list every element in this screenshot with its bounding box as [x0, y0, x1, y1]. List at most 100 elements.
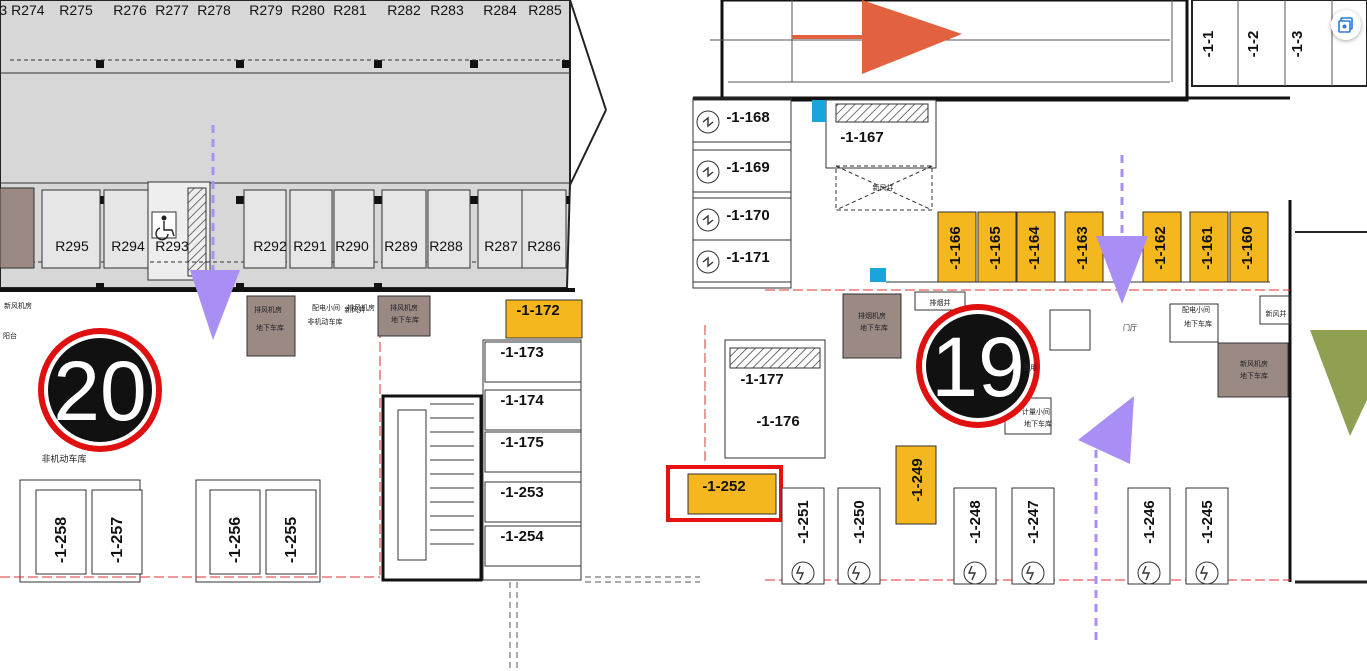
space-label-mid-col-1: -1-173	[500, 344, 543, 361]
room-label-left-1: 排风机房	[254, 305, 282, 314]
parking-stall-mid-0[interactable]	[505, 299, 583, 339]
room-label-right-2: 门厅	[1123, 323, 1137, 332]
direction-arrow-down	[1096, 236, 1148, 304]
parking-stall-3[interactable]	[289, 189, 333, 269]
parking-stall-ll-3[interactable]	[265, 489, 317, 575]
direction-arrow-right	[862, 0, 962, 74]
parking-stall-mid-2[interactable]	[484, 389, 582, 431]
direction-arrow-down	[190, 270, 240, 340]
parking-stall-yellow-5[interactable]	[1189, 211, 1229, 283]
parking-stall-mid-3[interactable]	[484, 431, 582, 473]
space-label-mid-3: R292	[253, 238, 287, 254]
space-label-lower-4: -1-247	[1025, 500, 1042, 543]
parking-stall-mid-1[interactable]	[484, 341, 582, 383]
parking-stall-2[interactable]	[243, 189, 287, 269]
space-label-mid-7: R288	[429, 238, 463, 254]
parking-stall-ll-2[interactable]	[209, 489, 261, 575]
room-label-left-2: 排风机房	[347, 303, 375, 312]
parking-stall-4[interactable]	[333, 189, 375, 269]
zone-badge-19[interactable]: 19	[916, 304, 1040, 428]
room-label-right-8: 新风井	[873, 183, 894, 192]
ev-charger-icon	[1137, 561, 1161, 585]
parking-stall-ll-0[interactable]	[35, 489, 87, 575]
parking-stall-mid-5[interactable]	[484, 525, 582, 567]
space-label-mid-col-2: -1-174	[500, 392, 544, 409]
ev-charger-icon	[696, 250, 720, 274]
space-label-top-6: R280	[291, 2, 325, 18]
space-label-mid-1: R294	[111, 238, 145, 254]
zone-number: 19	[931, 320, 1024, 414]
room-label-right-sub-3: 地下车库	[1024, 419, 1052, 428]
parking-stall-yellow-4[interactable]	[1142, 211, 1182, 283]
ev-charger-icon	[696, 208, 720, 232]
space-label-lower-1: -1-250	[851, 500, 868, 543]
space-label-left-1: -1-169	[726, 159, 769, 176]
stack-icon	[1338, 17, 1353, 33]
space-label-lower-0: -1-251	[795, 500, 812, 543]
room-label-right-1: 排烟井	[930, 298, 951, 307]
space-label-ll-0: -1-258	[53, 517, 70, 563]
room-label-right-sub-1: 地下车库	[1184, 319, 1212, 328]
selected-space-highlight[interactable]	[666, 465, 783, 522]
room-label-right-0: 排烟机房	[858, 311, 886, 320]
direction-arrow-up	[1078, 396, 1134, 464]
parking-stall-0[interactable]	[41, 189, 101, 269]
room-label-right-sub-2: 地下车库	[1240, 371, 1268, 380]
parking-stall-6[interactable]	[427, 189, 471, 269]
ev-charger-icon	[696, 110, 720, 134]
ev-charger-icon	[963, 561, 987, 585]
zone-number: 20	[53, 344, 146, 438]
space-label-top-7: R281	[333, 2, 367, 18]
parking-stall-selected[interactable]	[687, 473, 777, 515]
space-label-top-3: R277	[155, 2, 189, 18]
room-label-right-sub-0: 地下车库	[860, 323, 888, 332]
space-label-lower-3: -1-248	[967, 500, 984, 543]
room-label-right-7: 备用	[1023, 363, 1037, 372]
space-label-mid-6: R289	[384, 238, 418, 254]
room-label-left-sub-1: 非机动车库	[308, 317, 343, 326]
parking-stall-mid-4[interactable]	[484, 481, 582, 523]
space-label-ll-1: -1-257	[109, 517, 126, 563]
space-label-left-0: -1-168	[726, 109, 769, 126]
space-label-yellow-2: -1-164	[1026, 226, 1043, 270]
parking-stall-7[interactable]	[477, 189, 523, 269]
parking-stall-yellow-1[interactable]	[977, 211, 1017, 283]
parking-stall-left-1[interactable]	[692, 149, 792, 193]
map-tool-button[interactable]	[1331, 10, 1361, 40]
parking-stall-8[interactable]	[521, 189, 567, 269]
zone-badge-20[interactable]: 20	[38, 328, 162, 452]
room-label-left-0: 新风机房	[4, 301, 32, 310]
space-label-top-10: R284	[483, 2, 517, 18]
space-label-mid-col-0: -1-172	[516, 302, 559, 319]
space-label-lower-2: -1-249	[909, 458, 926, 501]
parking-stall-ll-1[interactable]	[91, 489, 143, 575]
space-label-yellow-1: -1-165	[987, 226, 1004, 269]
space-label-top-5: R279	[249, 2, 283, 18]
space-label-lower-6: -1-245	[1199, 500, 1216, 543]
space-label-mid-8: R287	[484, 238, 518, 254]
space-label-mid-col-3: -1-175	[500, 434, 543, 451]
space-label-top-9: R283	[430, 2, 464, 18]
room-label-small: 阳台	[3, 331, 17, 340]
parking-stall-1[interactable]	[103, 189, 149, 269]
ev-charger-icon	[847, 561, 871, 585]
space-label-167: -1-167	[840, 129, 883, 146]
space-label-tr-0: -1-1	[1200, 31, 1217, 58]
parking-stall-lower-2[interactable]	[895, 445, 937, 525]
space-label-mid-col-5: -1-254	[500, 528, 544, 545]
space-label-top-1: R275	[59, 2, 93, 18]
parking-stall-yellow-2[interactable]	[1016, 211, 1056, 283]
space-label-176: -1-176	[756, 413, 799, 430]
parking-stall-yellow-0[interactable]	[937, 211, 977, 283]
space-label-top-4: R278	[197, 2, 231, 18]
parking-stall-5[interactable]	[381, 189, 427, 269]
space-label-left-3: -1-171	[726, 249, 769, 266]
direction-arrow-down	[1310, 330, 1367, 436]
parking-stall-yellow-6[interactable]	[1229, 211, 1269, 283]
space-label-mid-5: R290	[335, 238, 369, 254]
space-label-yellow-0: -1-166	[947, 226, 964, 269]
room-label-left-5: 排风机房	[390, 303, 418, 312]
wheelchair-icon	[151, 211, 177, 241]
